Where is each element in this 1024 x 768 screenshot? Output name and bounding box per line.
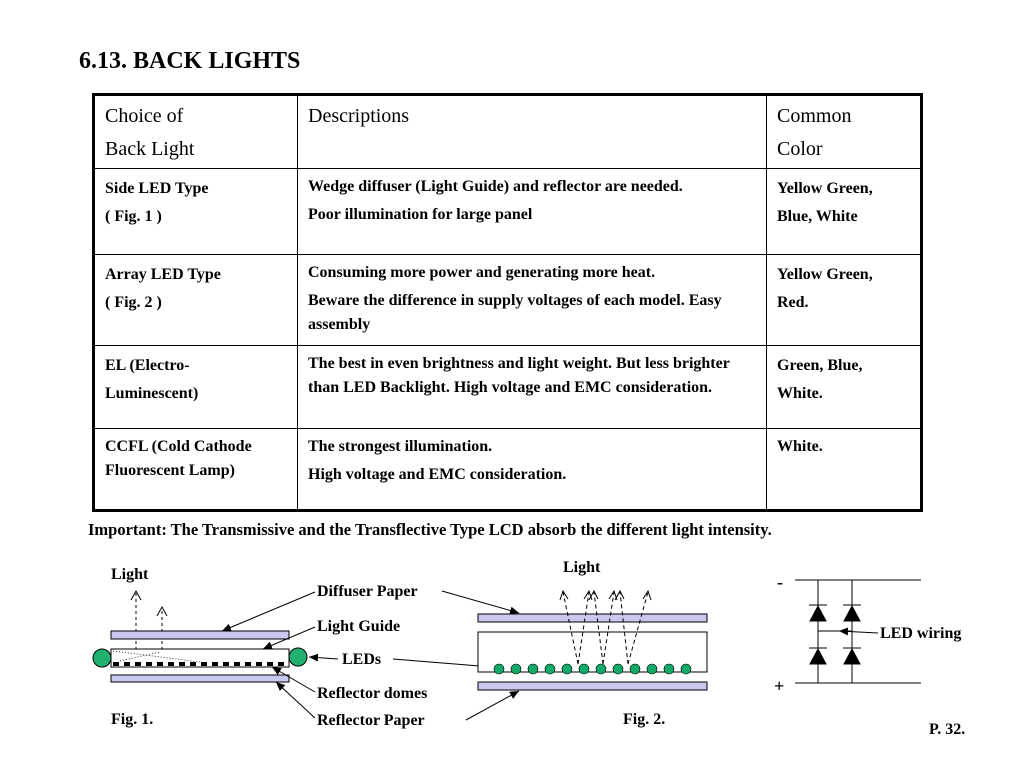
- header-common-color: Common Color: [766, 94, 922, 169]
- fig1-ray-arrowhead: [156, 605, 168, 617]
- fig2-diffuser-plate: [477, 613, 708, 623]
- cell-description: Consuming more power and generating more…: [297, 254, 767, 346]
- reflector-domes-pointer: [271, 666, 316, 693]
- leds-pointer-right: [392, 658, 493, 671]
- fig2-led: [561, 663, 573, 675]
- fig1-caption: Fig. 1.: [111, 711, 153, 728]
- table-row: CCFL (Cold Cathode Fluorescent Lamp) The…: [93, 428, 922, 511]
- plus-terminal-label: +: [774, 676, 784, 696]
- page-title: 6.13. BACK LIGHTS: [79, 48, 301, 74]
- fig1-light-label: Light: [111, 566, 149, 583]
- cell-description: Wedge diffuser (Light Guide) and reflect…: [297, 168, 767, 255]
- fig2-light-rays: [562, 591, 649, 665]
- led-diode-symbols: [809, 604, 861, 665]
- component-labels: Diffuser Paper Light Guide LEDs Reflecto…: [221, 583, 520, 729]
- cell-choice: CCFL (Cold Cathode Fluorescent Lamp): [93, 428, 298, 511]
- fig2-led: [595, 663, 607, 675]
- cell-description: The strongest illumination. High voltage…: [297, 428, 767, 511]
- diode-icon: [843, 647, 861, 665]
- diffuser-paper-label: Diffuser Paper: [317, 583, 418, 600]
- cell-color: Yellow Green, Blue, White: [766, 168, 922, 255]
- fig2-light-label: Light: [563, 559, 601, 576]
- leds-pointer-left: [308, 653, 339, 662]
- fig2-led: [663, 663, 675, 675]
- fig2-reflector-plate: [477, 681, 708, 691]
- led-wiring-schematic: [795, 579, 921, 684]
- fig2-led-row: [493, 663, 692, 675]
- reflector-paper-label: Reflector Paper: [317, 712, 425, 729]
- led-wiring-label: LED wiring: [880, 625, 961, 642]
- fig2-array-led-diagram: Light Fig. 2.: [477, 559, 708, 728]
- fig2-led: [612, 663, 624, 675]
- important-note: Important: The Transmissive and the Tran…: [88, 520, 772, 539]
- fig1-ray-arrowhead: [130, 589, 142, 601]
- fig2-led: [544, 663, 556, 675]
- page-number: P. 32.: [929, 721, 965, 738]
- fig1-led-left: [92, 648, 112, 668]
- cell-choice: EL (Electro- Luminescent): [93, 345, 298, 429]
- diode-icon: [809, 604, 827, 622]
- fig1-led-right: [288, 647, 308, 667]
- fig2-led: [629, 663, 641, 675]
- cell-color: Yellow Green, Red.: [766, 254, 922, 346]
- cell-color: Green, Blue, White.: [766, 345, 922, 429]
- cell-choice: Side LED Type ( Fig. 1 ): [93, 168, 298, 255]
- fig2-led: [646, 663, 658, 675]
- cell-color: White.: [766, 428, 922, 511]
- led-wiring-pointer: [838, 627, 879, 636]
- fig1-guide-ray: [119, 651, 161, 662]
- reflector-domes-label: Reflector domes: [317, 685, 427, 702]
- fig1-reflector-plate: [110, 674, 290, 683]
- diode-icon: [809, 647, 827, 665]
- reflector-paper-pointer-left: [275, 681, 316, 719]
- fig2-led: [493, 663, 505, 675]
- fig1-side-led-diagram: Light Fig. 1.: [92, 566, 308, 728]
- table-row: Side LED Type ( Fig. 1 ) Wedge diffuser …: [93, 168, 922, 255]
- reflector-paper-pointer-right: [465, 690, 520, 721]
- diffuser-pointer-left: [221, 591, 316, 632]
- minus-terminal-label: -: [777, 572, 783, 592]
- fig2-ray-arrowheads: [559, 589, 652, 601]
- leds-label: LEDs: [342, 651, 381, 668]
- backlight-table: Choice of Back Light Descriptions Common…: [92, 93, 923, 512]
- light-guide-pointer: [262, 626, 316, 650]
- fig2-led: [578, 663, 590, 675]
- fig2-led: [510, 663, 522, 675]
- light-guide-label: Light Guide: [317, 618, 400, 635]
- fig1-diffuser-plate: [110, 630, 290, 640]
- cell-description: The best in even brightness and light we…: [297, 345, 767, 429]
- cell-choice: Array LED Type ( Fig. 2 ): [93, 254, 298, 346]
- table-row: EL (Electro- Luminescent) The best in ev…: [93, 345, 922, 429]
- fig2-led: [680, 663, 692, 675]
- table-row: Array LED Type ( Fig. 2 ) Consuming more…: [93, 254, 922, 346]
- diffuser-pointer-right: [441, 590, 520, 615]
- fig2-led: [527, 663, 539, 675]
- diode-icon: [843, 604, 861, 622]
- fig2-caption: Fig. 2.: [623, 711, 665, 728]
